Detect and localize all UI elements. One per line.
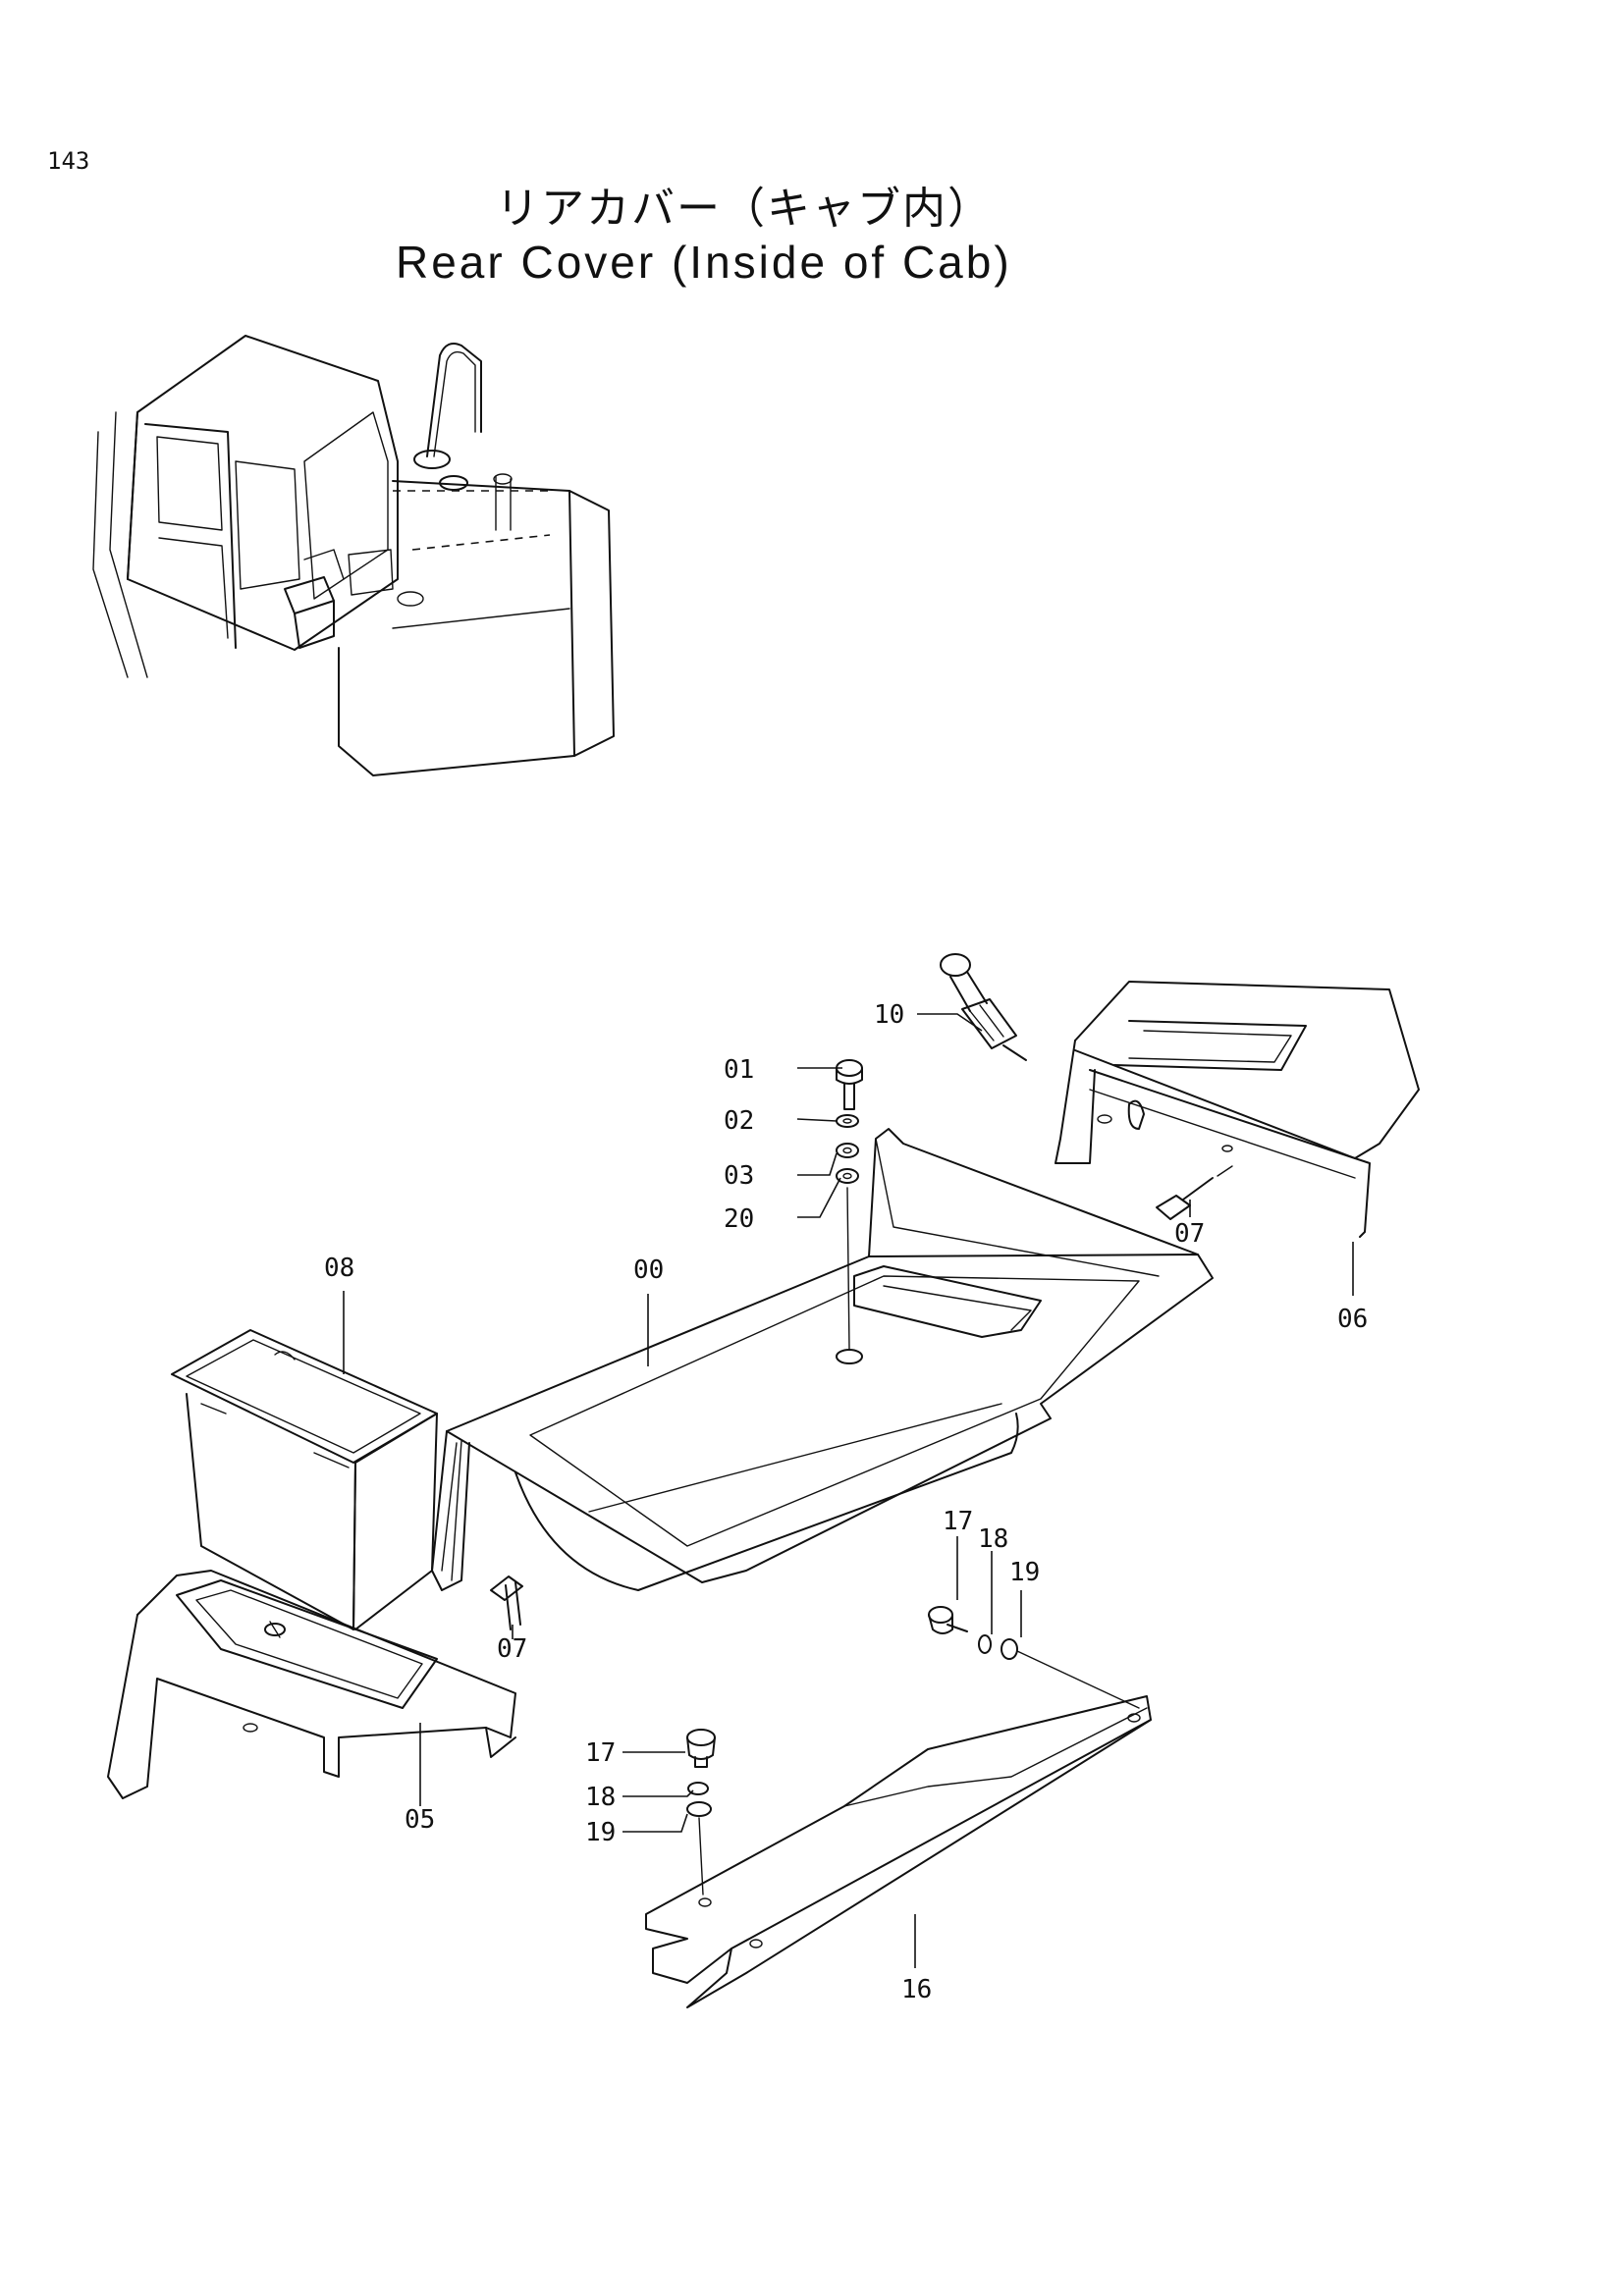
callout-02: 02 [724,1106,754,1136]
callout-19-right: 19 [1009,1558,1040,1587]
callout-19-left: 19 [585,1818,616,1847]
callout-18-left: 18 [585,1783,616,1812]
callout-06: 06 [1337,1305,1368,1334]
fastener-bolt-07-lower [490,1575,523,1630]
callout-01: 01 [724,1055,754,1085]
excavator-overview-illustration [92,335,615,776]
part-05-bracket [107,1570,516,1799]
part-08-box [171,1329,438,1630]
callout-05: 05 [405,1805,435,1835]
fastener-bolt-07-upper [1156,1165,1233,1220]
fastener-washer-03 [836,1143,859,1158]
part-06-side-cover [1055,981,1420,1238]
callout-07-upper: 07 [1174,1219,1205,1249]
title-japanese: リアカバー（キャブ内） [496,184,993,234]
callout-03: 03 [724,1161,754,1191]
page-number: 143 [47,147,90,175]
fastener-group-17-18-19-right [928,1606,1140,1709]
fastener-group-17-18-19-left [686,1729,716,1896]
callout-08: 08 [324,1254,354,1283]
fastener-washer-02 [836,1114,859,1128]
callout-10: 10 [874,1000,904,1030]
callout-20: 20 [724,1204,754,1234]
part-00-rear-cover [431,1128,1214,1591]
title-english: Rear Cover (Inside of Cab) [396,237,1012,288]
part-10-plug [940,953,1027,1061]
callout-18-right: 18 [978,1524,1008,1554]
part-16-plate [645,1695,1152,2008]
callout-07-lower: 07 [497,1634,527,1664]
callout-labels: 01 02 03 20 10 08 00 07 06 07 05 17 18 1… [324,1000,1368,2004]
callout-00: 00 [633,1255,664,1285]
leader-lines [343,1013,1354,1968]
callout-16: 16 [901,1975,932,2004]
callout-17-left: 17 [585,1738,616,1768]
callout-17-right: 17 [943,1507,973,1536]
fastener-washer-20 [836,1168,859,1351]
